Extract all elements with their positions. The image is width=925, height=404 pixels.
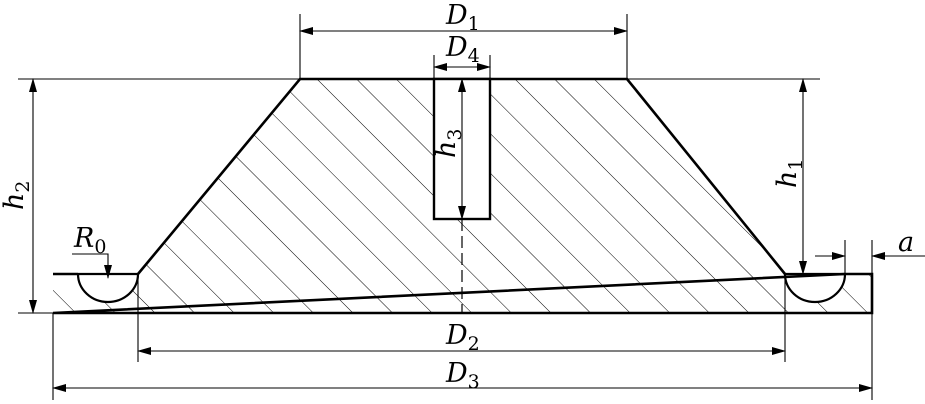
r0-leader [72,253,112,279]
label-d1: D1 [445,0,480,35]
label-a: a [898,227,914,258]
right-groove [783,273,847,304]
label-h1: h1 [772,159,807,188]
label-h3: h3 [431,129,466,158]
label-d3: D3 [445,358,480,393]
label-h2: h2 [0,181,34,210]
label-d4: D4 [445,32,480,67]
label-r0: R0 [73,223,106,258]
dimension-labels: D1 D4 D2 D3 R0 a h2 h3 h1 [0,0,914,393]
left-groove-r0 [76,273,140,304]
label-d2: D2 [445,320,480,355]
dimension-lines [29,27,925,392]
